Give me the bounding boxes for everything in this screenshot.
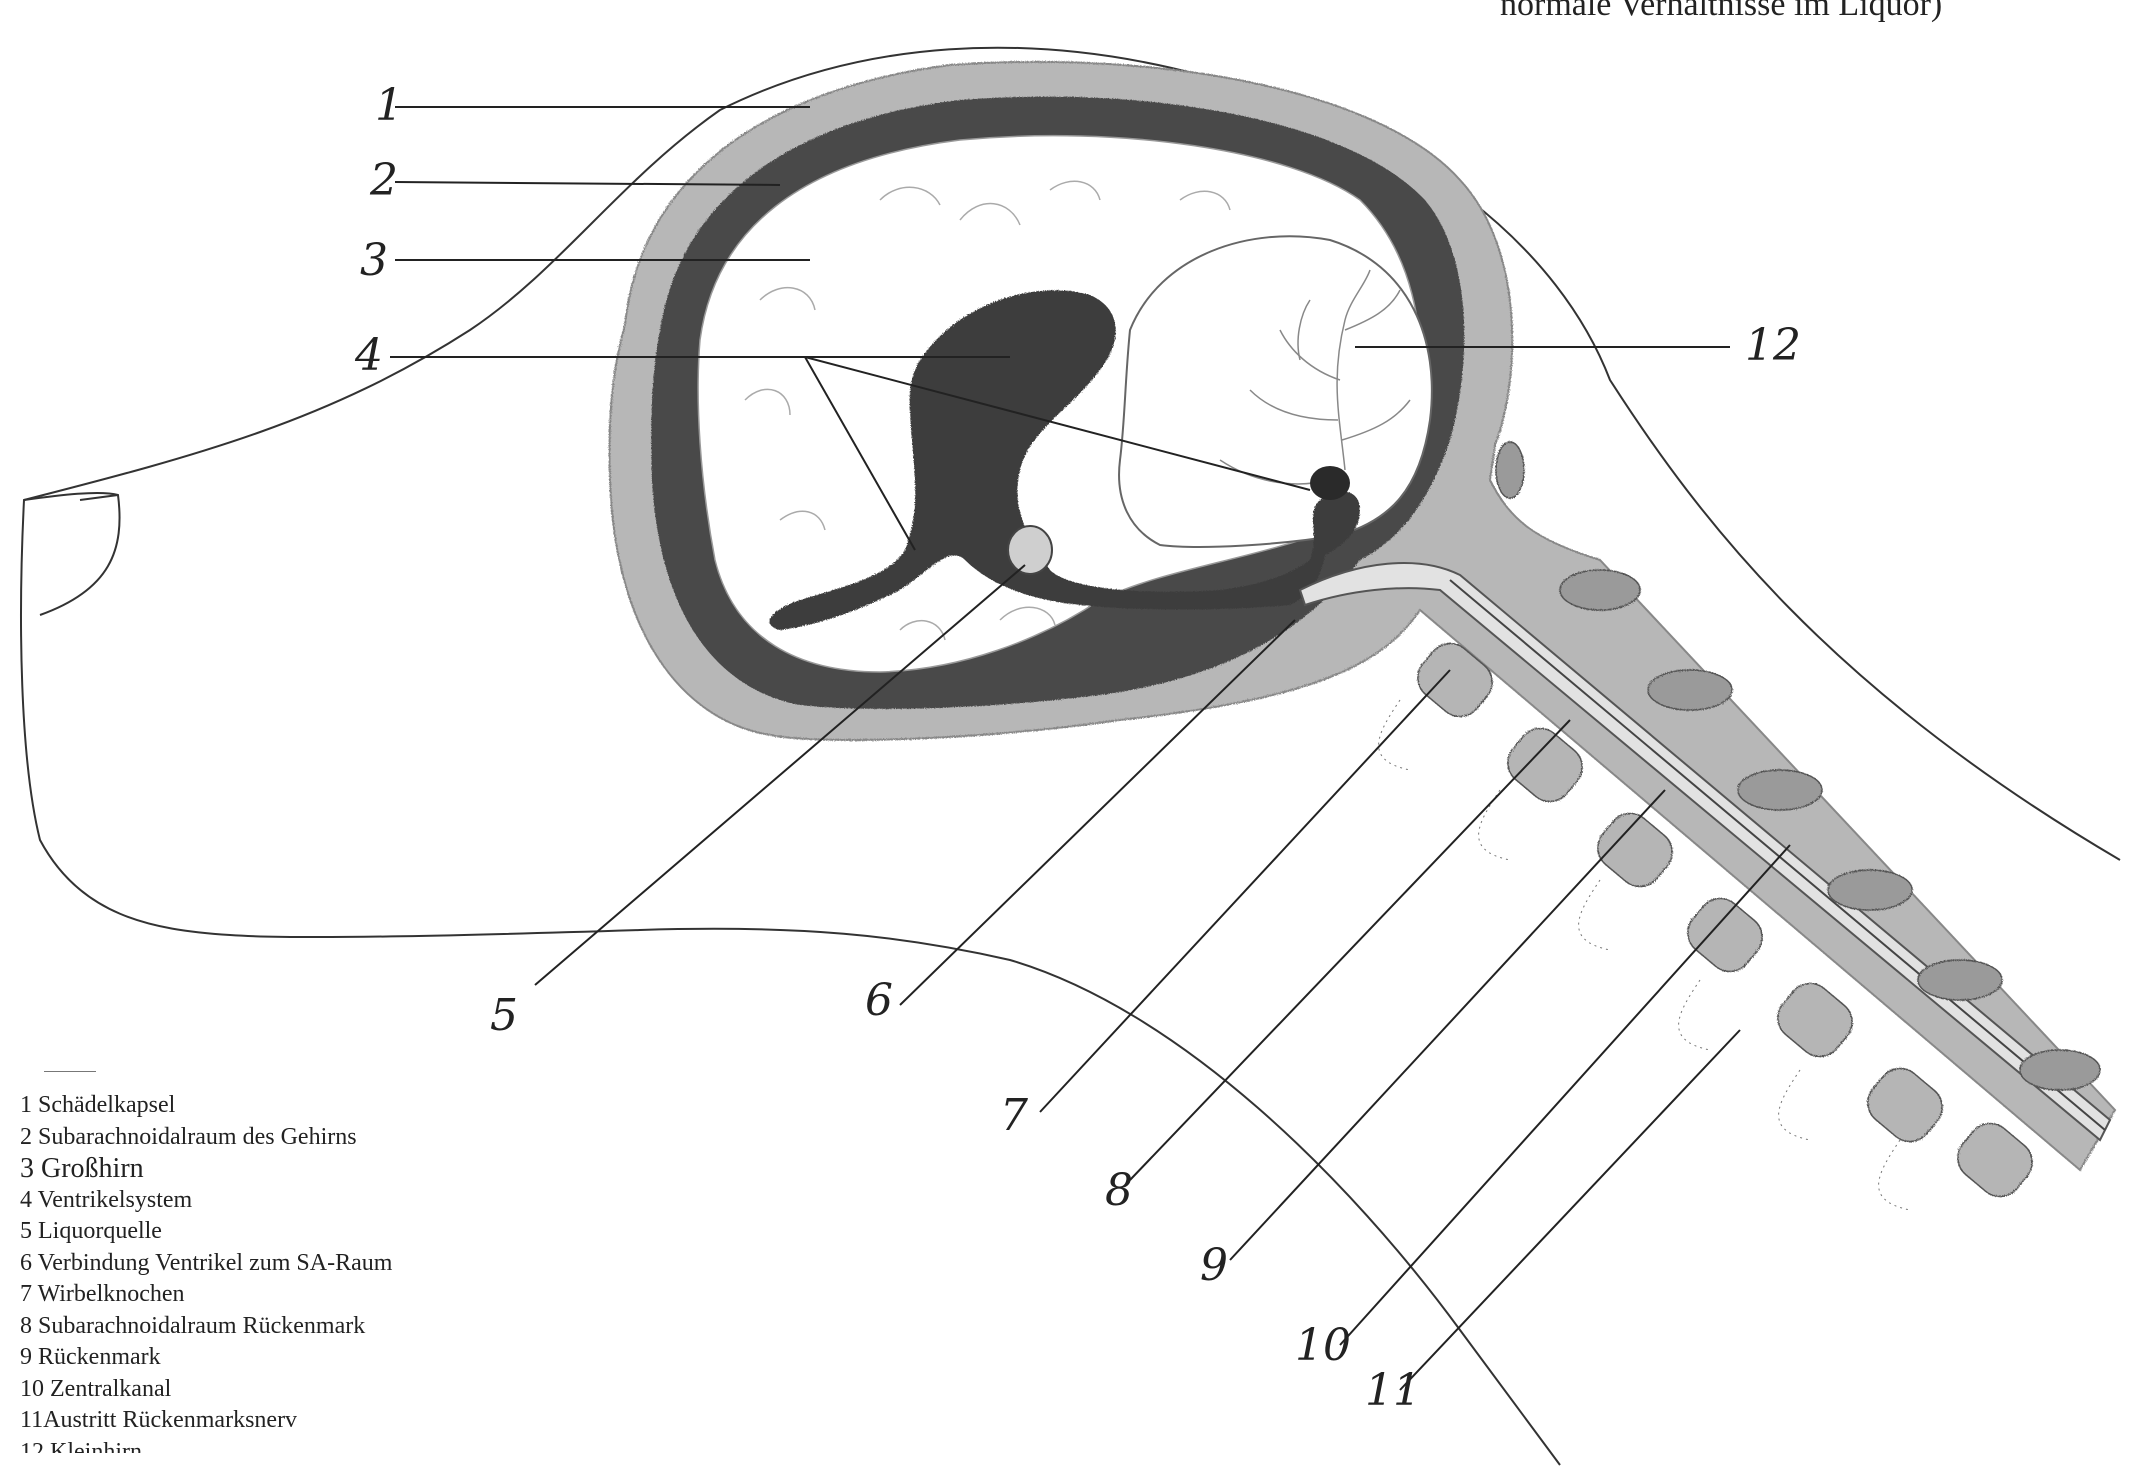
callout-7: 7 xyxy=(1000,1090,1028,1141)
fourth-ventricle xyxy=(1310,466,1350,500)
legend-item-2: 2 Subarachnoidalraum des Gehirns xyxy=(20,1122,392,1154)
callout-8: 8 xyxy=(1105,1165,1133,1216)
legend-item-11: 11Austritt Rückenmarksnerv xyxy=(20,1405,392,1437)
legend-item-8: 8 Subarachnoidalraum Rückenmark xyxy=(20,1311,392,1343)
nose-outline xyxy=(24,493,120,615)
figure-title: normale Verhältnisse im Liquor) xyxy=(1500,0,1942,24)
legend-item-1: 1 Schädelkapsel xyxy=(20,1090,392,1122)
central-canal xyxy=(1450,580,2105,1130)
legend-item-12: 12 Kleinhirn xyxy=(20,1437,392,1453)
legend-item-3: 3 Großhirn xyxy=(20,1153,392,1185)
callout-2: 2 xyxy=(370,155,398,206)
legend-item-10: 10 Zentralkanal xyxy=(20,1374,392,1406)
choroid-plexus xyxy=(1008,526,1052,574)
legend-divider xyxy=(44,1071,96,1072)
callout-11: 11 xyxy=(1365,1365,1421,1416)
legend-item-5: 5 Liquorquelle xyxy=(20,1216,392,1248)
callout-1: 1 xyxy=(375,80,403,131)
callout-12: 12 xyxy=(1745,320,1801,371)
legend-item-7: 7 Wirbelknochen xyxy=(20,1279,392,1311)
legend-item-9: 9 Rückenmark xyxy=(20,1342,392,1374)
jaw-line xyxy=(80,495,118,500)
legend: 1 Schädelkapsel 2 Subarachnoidalraum des… xyxy=(20,1090,392,1453)
callout-9: 9 xyxy=(1200,1240,1228,1291)
legend-item-6: 6 Verbindung Ventrikel zum SA-Raum xyxy=(20,1248,392,1280)
callout-5: 5 xyxy=(490,990,518,1041)
cerebellum xyxy=(1119,236,1432,547)
callout-10: 10 xyxy=(1295,1320,1351,1371)
legend-item-4: 4 Ventrikelsystem xyxy=(20,1185,392,1217)
callout-6: 6 xyxy=(865,975,893,1026)
callout-4: 4 xyxy=(355,330,383,381)
callout-3: 3 xyxy=(360,235,388,286)
